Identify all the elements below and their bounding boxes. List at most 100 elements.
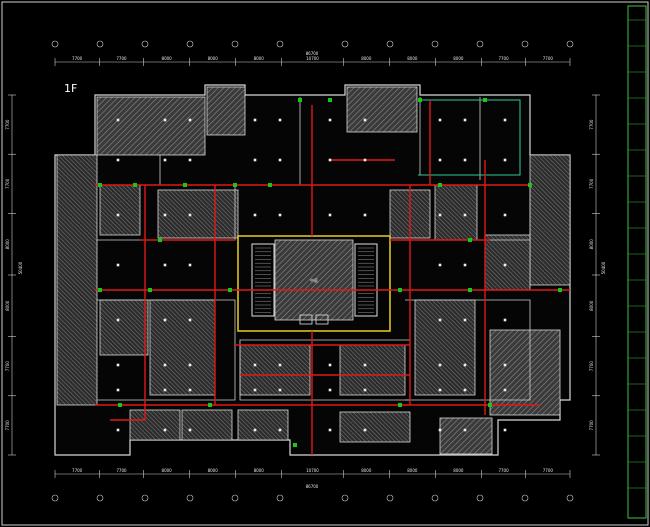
dim-label: 8000 — [453, 56, 464, 61]
hatched-shop-c3 — [414, 299, 476, 396]
sprinkler-head — [253, 388, 257, 392]
sprinkler-head — [363, 363, 367, 367]
sprinkler-head — [253, 158, 257, 162]
hatched-shop-nw — [96, 96, 206, 156]
hatched-shop-se2 — [439, 417, 493, 455]
sprinkler-head — [438, 363, 442, 367]
hatched-shop-se — [489, 329, 561, 416]
axis-bubble — [341, 40, 349, 48]
dim-label: 8000 — [5, 300, 10, 311]
dim-label: 7700 — [116, 468, 127, 473]
sprinkler-head — [163, 363, 167, 367]
dim-label: 10700 — [306, 56, 319, 61]
atrium: 中庭 — [237, 235, 391, 332]
axis-bubble — [96, 494, 104, 502]
dim-label: 7700 — [543, 468, 554, 473]
dim-label: 7700 — [589, 178, 594, 189]
hatched-shop-c1 — [239, 344, 311, 396]
equipment-marker — [158, 238, 162, 242]
sprinkler-head — [163, 318, 167, 322]
sprinkler-head — [163, 428, 167, 432]
hatched-shop-e — [484, 234, 531, 291]
sprinkler-head — [463, 263, 467, 267]
sprinkler-head — [188, 263, 192, 267]
sprinkler-head — [328, 428, 332, 432]
sprinkler-head — [328, 388, 332, 392]
dim-label: 7700 — [5, 178, 10, 189]
dim-label: 8000 — [589, 300, 594, 311]
sprinkler-head — [438, 388, 442, 392]
equipment-marker — [298, 98, 302, 102]
overall-dimension-top: 86700 — [306, 51, 319, 56]
dim-label: 8000 — [254, 56, 265, 61]
equipment-marker — [438, 183, 442, 187]
sprinkler-head — [363, 118, 367, 122]
axis-bubble — [386, 40, 394, 48]
dim-label: 7700 — [5, 361, 10, 372]
atrium-label: 中庭 — [310, 277, 318, 283]
equipment-marker — [468, 238, 472, 242]
dim-label: 7700 — [116, 56, 127, 61]
dim-label: 8000 — [589, 239, 594, 250]
equipment-marker — [328, 98, 332, 102]
equipment-marker — [398, 288, 402, 292]
room-outline-ne — [418, 99, 521, 176]
dim-label: 7700 — [72, 468, 83, 473]
sprinkler-head — [116, 428, 120, 432]
atrium-void — [274, 239, 354, 321]
sprinkler-head — [438, 158, 442, 162]
sprinkler-head — [503, 363, 507, 367]
axis-bubble — [141, 40, 149, 48]
hatched-shop-s2 — [181, 409, 233, 441]
equipment-marker — [488, 403, 492, 407]
equipment-marker — [558, 288, 562, 292]
sprinkler-head — [503, 158, 507, 162]
axis-bubble — [186, 494, 194, 502]
sprinkler-head — [463, 158, 467, 162]
hatched-shop-n1 — [157, 189, 239, 239]
equipment-marker — [483, 98, 487, 102]
axis-bubble — [51, 40, 59, 48]
hatched-west-wing — [56, 154, 98, 406]
dim-label: 8000 — [407, 56, 418, 61]
sprinkler-head — [328, 363, 332, 367]
sprinkler-head — [503, 263, 507, 267]
equipment-marker — [98, 183, 102, 187]
equipment-marker — [528, 183, 532, 187]
hatched-shop-c4 — [149, 299, 216, 396]
sprinkler-head — [116, 263, 120, 267]
overall-dimension-right: 50400 — [601, 261, 606, 274]
axis-bubble — [141, 494, 149, 502]
sprinkler-head — [116, 213, 120, 217]
axis-bubble — [276, 494, 284, 502]
sprinkler-head — [188, 118, 192, 122]
sprinkler-head — [188, 318, 192, 322]
dim-label: 8000 — [208, 56, 219, 61]
sprinkler-head — [116, 118, 120, 122]
atrium-boundary — [237, 235, 391, 332]
sprinkler-head — [363, 213, 367, 217]
sprinkler-head — [163, 158, 167, 162]
dim-label: 7700 — [5, 420, 10, 431]
escalator-west — [251, 243, 275, 317]
axis-bubble — [386, 494, 394, 502]
axis-bubble — [521, 494, 529, 502]
sprinkler-head — [253, 213, 257, 217]
equipment-marker — [208, 403, 212, 407]
sprinkler-head — [163, 263, 167, 267]
equipment-marker — [98, 288, 102, 292]
axis-bubble — [96, 40, 104, 48]
sprinkler-head — [163, 118, 167, 122]
sprinkler-pipes — [95, 100, 570, 455]
atrium-fixture-1 — [299, 314, 313, 325]
escalator-east — [354, 243, 378, 317]
axis-bubble — [431, 494, 439, 502]
sprinkler-head — [503, 118, 507, 122]
axis-bubble — [231, 494, 239, 502]
dim-label: 7700 — [589, 361, 594, 372]
axis-bubble — [566, 40, 574, 48]
dimension-lines: 7700 7700 8000 8000 8000 10700 8000 8000 8000 770… — [5, 40, 600, 502]
sprinkler-head — [278, 388, 282, 392]
dim-label: 8000 — [361, 468, 372, 473]
sprinkler-head — [463, 213, 467, 217]
